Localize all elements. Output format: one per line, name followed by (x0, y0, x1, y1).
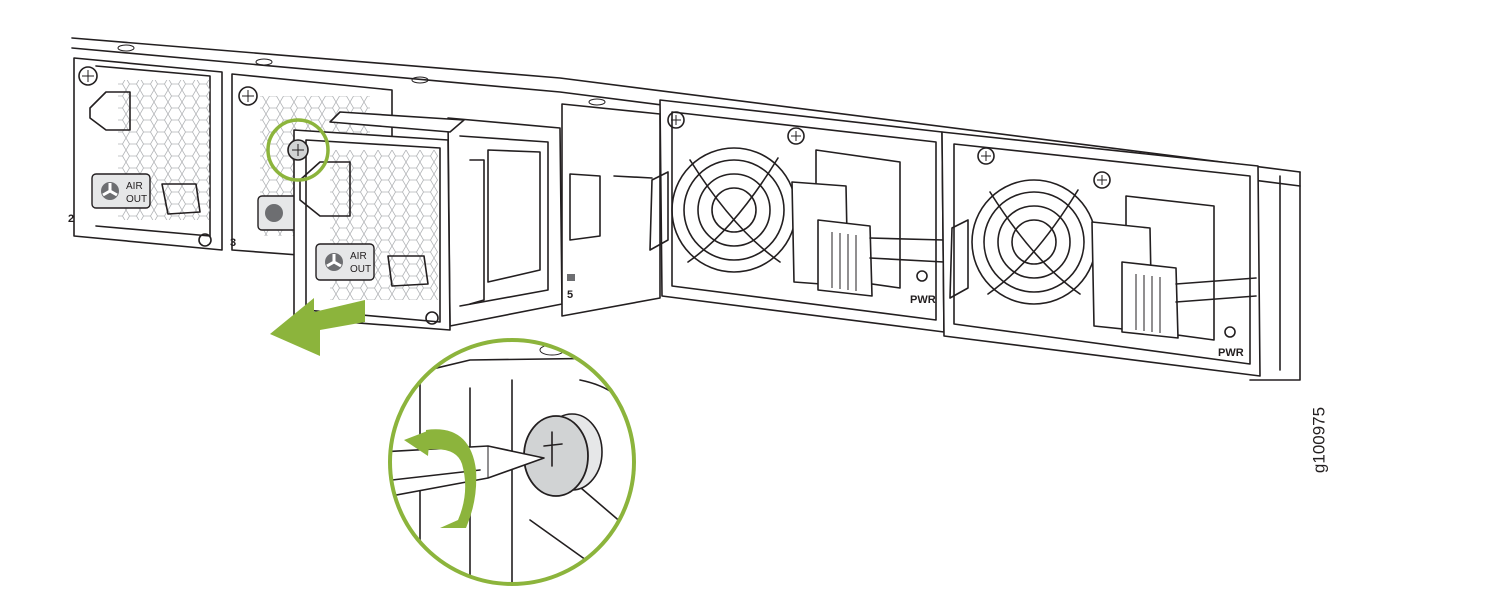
slot-number-5: 5 (567, 289, 573, 301)
rotation-arrow-icon (426, 429, 477, 528)
psu-fan-grille-icon (971, 179, 1097, 305)
captive-screw-icon (78, 66, 98, 86)
figure-id-svg: g100975 (1309, 407, 1328, 473)
psu-1-led-label: PWR (910, 294, 936, 306)
air-out-badge (91, 173, 151, 209)
fan-icon (101, 182, 119, 200)
air-out-label-line2: OUT (126, 194, 147, 205)
fan-module-slot-2: AIR OUT 2 (68, 57, 223, 251)
figure-id: g100975 (1309, 407, 1328, 473)
psu-fan-grille-icon (671, 147, 797, 273)
air-out-label-line1: AIR (126, 181, 143, 192)
pulled-fan-module: AIR OUT (266, 111, 563, 331)
air-out-label-line2: OUT (350, 264, 371, 275)
zoom-inset (388, 338, 636, 586)
fan-slot-5: 5 (561, 103, 661, 317)
power-supply-2: PWR (941, 131, 1261, 377)
slot-number-3: 3 (230, 237, 236, 249)
slot-number-2: 2 (68, 213, 74, 225)
fan-icon (325, 253, 343, 271)
power-supply-1: PWR (649, 99, 945, 333)
psu-2-led-label: PWR (1218, 347, 1244, 359)
figure-id-container: g100975 (1290, 360, 1350, 520)
captive-screw-callout (266, 118, 330, 182)
air-out-label-line1: AIR (350, 251, 367, 262)
air-out-badge (315, 243, 375, 281)
zoom-inset-border (388, 338, 636, 586)
arrow-left-icon (270, 298, 365, 356)
captive-screw-icon (523, 413, 603, 497)
